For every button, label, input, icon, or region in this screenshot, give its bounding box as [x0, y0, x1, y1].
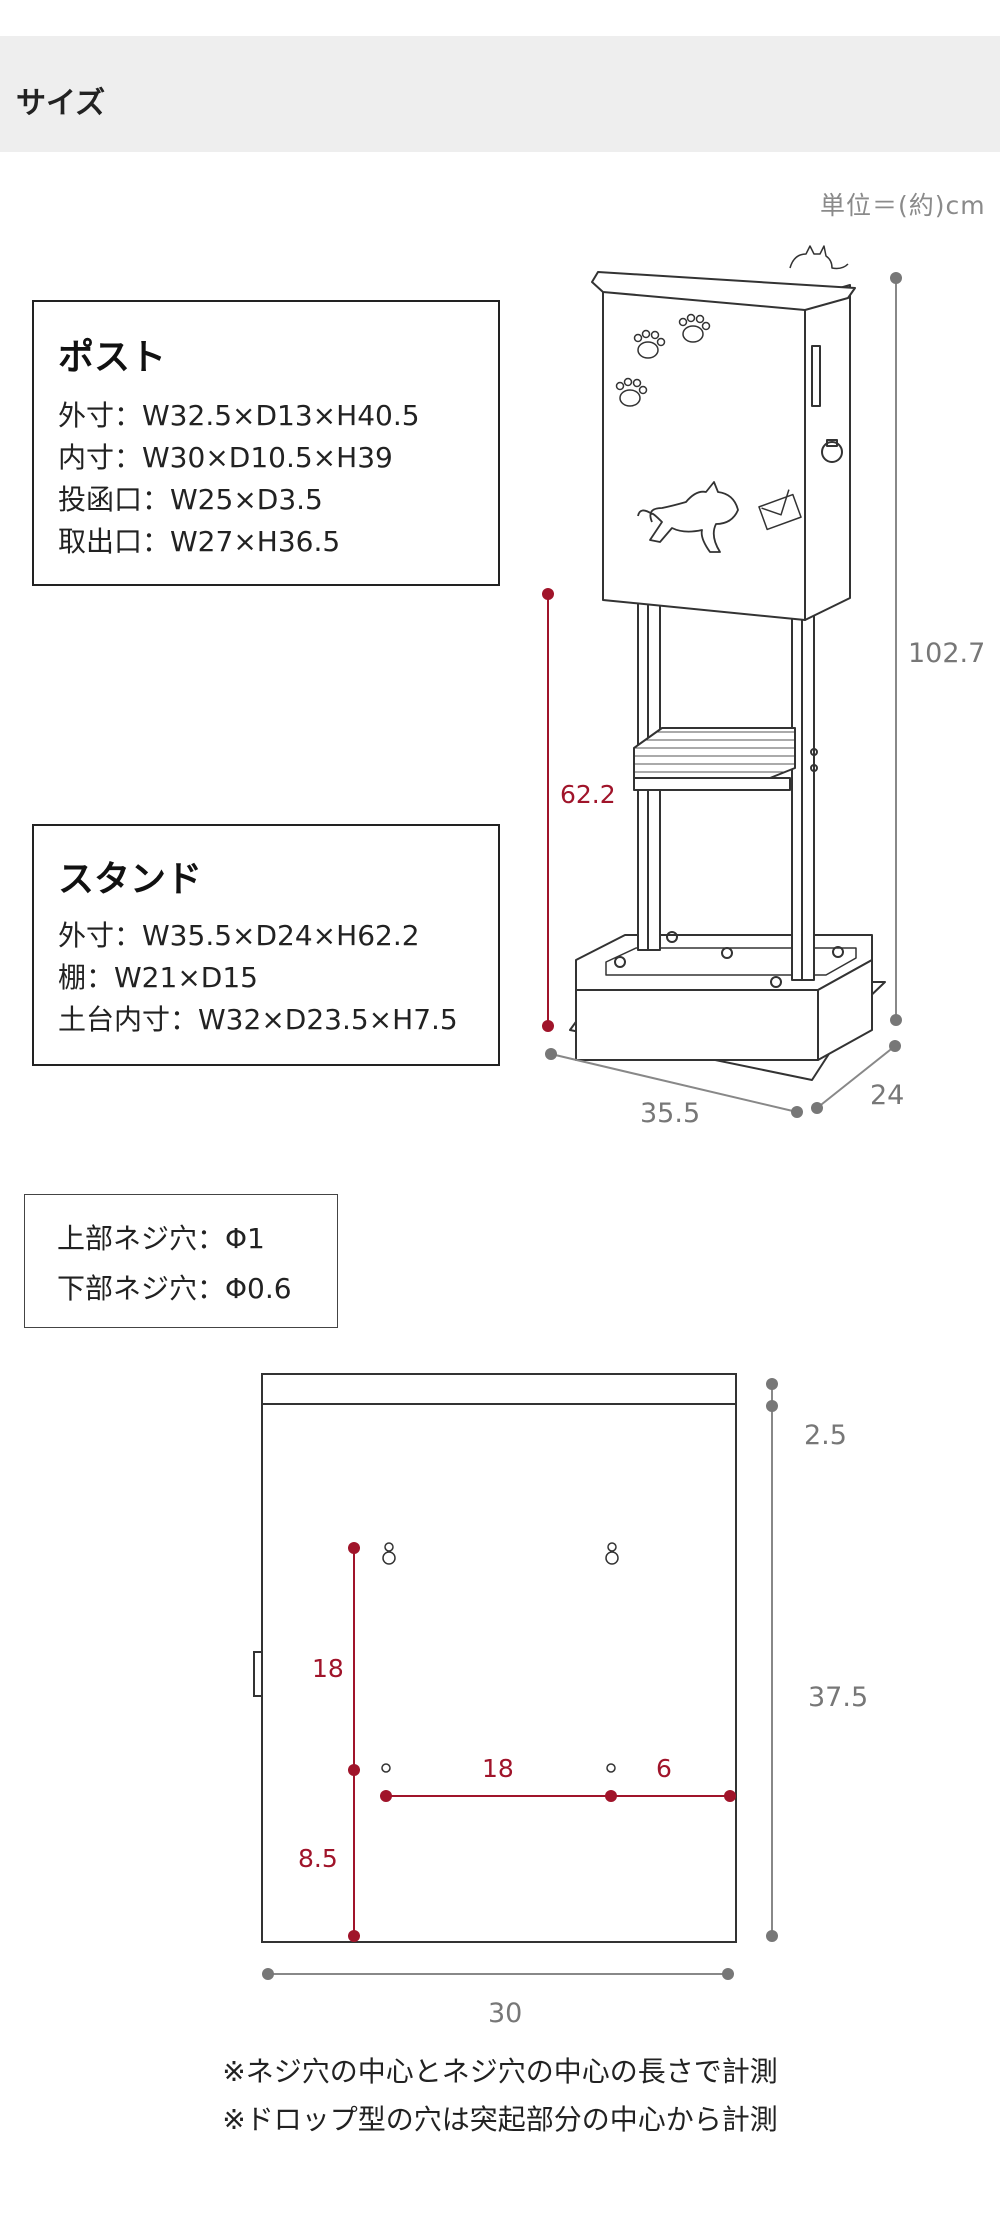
- stand-height-label: 62.2: [560, 780, 616, 809]
- post-outlet-size: 取出口：W27×H36.5: [58, 525, 341, 558]
- shelf-top: [633, 727, 796, 779]
- hole-dim-bottom-dot: [348, 1930, 360, 1942]
- post-lock-top: [826, 439, 838, 447]
- post-spec-title: ポスト: [58, 337, 167, 378]
- height-dim-top-dot: [890, 272, 902, 284]
- stand-height-dim-bottom-dot: [542, 1020, 554, 1032]
- running-cat: [637, 481, 739, 553]
- section-header: サイズ: [0, 36, 1000, 152]
- width-dim-right-dot: [791, 1106, 803, 1118]
- width30-dim-right-dot: [722, 1968, 734, 1980]
- shelf-screw-1: [810, 748, 818, 756]
- base-bolt-2: [666, 931, 678, 943]
- width30-dim-left-dot: [262, 1968, 274, 1980]
- base-bolt-4: [770, 976, 782, 988]
- product-dimension-lines: [542, 272, 902, 1118]
- shelf-screw-2: [810, 764, 818, 772]
- post-stand-illustration: [569, 245, 886, 1081]
- pitch-dim-mid-dot: [605, 1790, 617, 1802]
- pole-right: [801, 589, 815, 981]
- back-dimension-lines: [262, 1378, 778, 1980]
- note-1: ※ネジ穴の中心とネジ穴の中心の長さで計測: [222, 2055, 778, 2088]
- base-inner-size: 土台内寸：W32×D23.5×H7.5: [58, 1003, 458, 1036]
- back-hinge-tab: [253, 1651, 263, 1697]
- stand-outer-size: 外寸：W35.5×D24×H62.2: [58, 919, 420, 952]
- back-view-drawing: [253, 1373, 737, 1943]
- lid-height-label: 2.5: [804, 1420, 847, 1451]
- stand-spec-title: スタンド: [58, 859, 203, 900]
- lower-hole-right: [606, 1763, 616, 1773]
- post-lock: [821, 441, 843, 463]
- unit-label: 単位＝(約)cm: [820, 191, 986, 220]
- height-dim-bottom-dot: [890, 1014, 902, 1026]
- lid-dim-top-dot: [766, 1378, 778, 1390]
- lower-hole-pitch-label: 18: [482, 1754, 514, 1783]
- post-inner-size: 内寸：W30×D10.5×H39: [58, 441, 393, 474]
- width-label: 35.5: [640, 1098, 701, 1129]
- body-height-label: 37.5: [808, 1682, 869, 1713]
- paw-prints: [615, 313, 711, 407]
- post-hinge: [811, 345, 821, 407]
- post-slot-size: 投函口：W25×D3.5: [58, 483, 323, 516]
- hole-to-edge-label: 6: [656, 1754, 672, 1783]
- screw-hole-spec-box: 上部ネジ穴：Φ1 下部ネジ穴：Φ0.6: [24, 1194, 338, 1328]
- post-lid: [591, 271, 856, 311]
- upper-hole-right: [605, 1542, 619, 1565]
- upper-to-lower-label: 18: [312, 1654, 344, 1683]
- back-width-label: 30: [488, 1998, 523, 2029]
- post-front: [602, 281, 806, 621]
- depth-label: 24: [870, 1080, 905, 1111]
- hole-dim-top-dot: [348, 1542, 360, 1554]
- base-box-side: [817, 959, 873, 1061]
- lower-to-bottom-label: 8.5: [298, 1844, 338, 1873]
- lid-cat: [789, 245, 849, 270]
- post-side: [804, 284, 851, 621]
- pitch-dim-right-dot: [724, 1790, 736, 1802]
- depth-dim-right-dot: [889, 1040, 901, 1052]
- base-bolt-3: [721, 947, 733, 959]
- base-box-front: [575, 989, 819, 1061]
- shelf-size: 棚：W21×D15: [58, 961, 258, 994]
- post-outer-size: 外寸：W32.5×D13×H40.5: [58, 399, 420, 432]
- shelf-front: [633, 777, 791, 791]
- pitch-dim-left-dot: [380, 1790, 392, 1802]
- note-2: ※ドロップ型の穴は突起部分の中心から計測: [222, 2103, 778, 2136]
- upper-hole-left: [382, 1542, 396, 1565]
- stand-height-dim-top-dot: [542, 588, 554, 600]
- lower-hole-left: [381, 1763, 391, 1773]
- base-bolt-1: [614, 956, 626, 968]
- section-title: サイズ: [16, 86, 106, 121]
- depth-dim-left-dot: [811, 1102, 823, 1114]
- body-dim-bottom-dot: [766, 1930, 778, 1942]
- base-bolt-5: [832, 946, 844, 958]
- lid-dim-bottom-dot: [766, 1400, 778, 1412]
- lower-hole-size: 下部ネジ穴：Φ0.6: [57, 1272, 292, 1305]
- letter-icon: [758, 493, 802, 531]
- width-dim-left-dot: [545, 1048, 557, 1060]
- hole-dim-mid-dot: [348, 1764, 360, 1776]
- back-body: [261, 1373, 737, 1943]
- upper-hole-size: 上部ネジ穴：Φ1: [57, 1222, 265, 1255]
- stand-spec-box: スタンド 外寸：W35.5×D24×H62.2 棚：W21×D15 土台内寸：W…: [32, 824, 500, 1066]
- post-spec-box: ポスト 外寸：W32.5×D13×H40.5 内寸：W30×D10.5×H39 …: [32, 300, 500, 586]
- total-height-label: 102.7: [908, 638, 986, 669]
- pole-right-back: [791, 589, 803, 981]
